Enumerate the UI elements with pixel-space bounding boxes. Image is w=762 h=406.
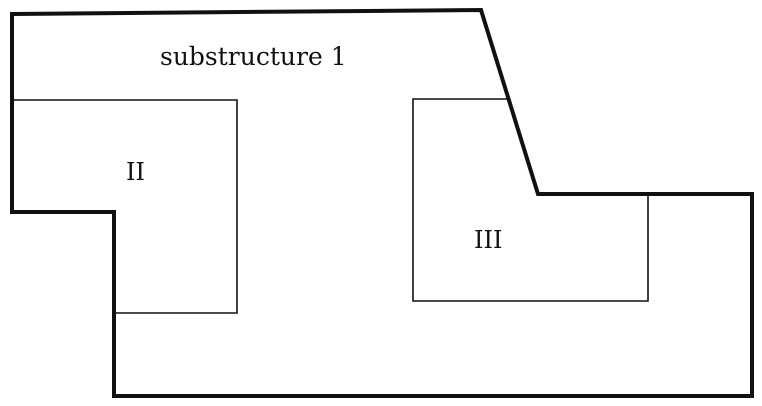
substructure-1-boundary [10, 7, 754, 398]
substructure-3-label: III [474, 226, 503, 254]
substructure-2-boundary [12, 99, 238, 314]
substructure-1-label: substructure 1 [160, 42, 347, 71]
substructure-2-label: II [126, 158, 145, 186]
substructure-3-boundary [412, 98, 649, 302]
